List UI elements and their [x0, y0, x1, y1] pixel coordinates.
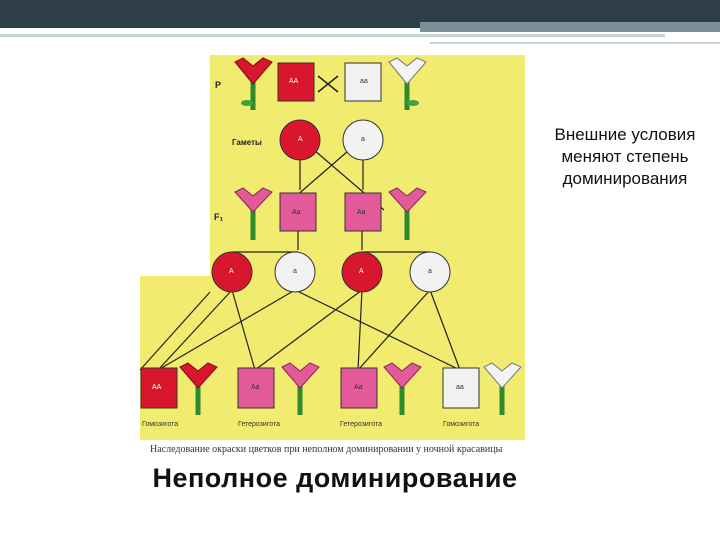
f1-gamete-label-2: a — [293, 268, 297, 275]
f2-label-1: Гомозигота — [142, 421, 178, 428]
f1-gamete-label-1: A — [229, 268, 234, 275]
f2-genotype-3: Aa — [354, 384, 363, 391]
parent-genotype-2: aa — [360, 78, 368, 85]
f1-genotype-1: Aa — [292, 209, 301, 216]
gamete-label-1: A — [298, 136, 303, 143]
slide-title: Неполное доминирование — [0, 463, 670, 494]
f2-label-3: Гетерозигота — [340, 421, 382, 428]
parent-genotype-1: AA — [289, 78, 298, 85]
f2-label-4: Гомозигота — [443, 421, 479, 428]
row-label-parents: P — [215, 80, 221, 90]
f1-gamete-label-4: a — [428, 268, 432, 275]
row-label-f1: F₁ — [214, 212, 223, 222]
diagram-caption: Наследование окраски цветков при неполно… — [150, 444, 550, 455]
f2-label-2: Гетерозигота — [238, 421, 280, 428]
row-label-gametes: Гаметы — [232, 138, 262, 147]
f2-genotype-1: AA — [152, 384, 161, 391]
f2-genotype-4: aa — [456, 384, 464, 391]
f1-gamete-label-3: A — [359, 268, 364, 275]
f1-genotype-2: Aa — [357, 209, 366, 216]
side-note: Внешние условия меняют степень доминиров… — [530, 124, 720, 190]
gamete-label-2: a — [361, 136, 365, 143]
f2-genotype-2: Aa — [251, 384, 260, 391]
